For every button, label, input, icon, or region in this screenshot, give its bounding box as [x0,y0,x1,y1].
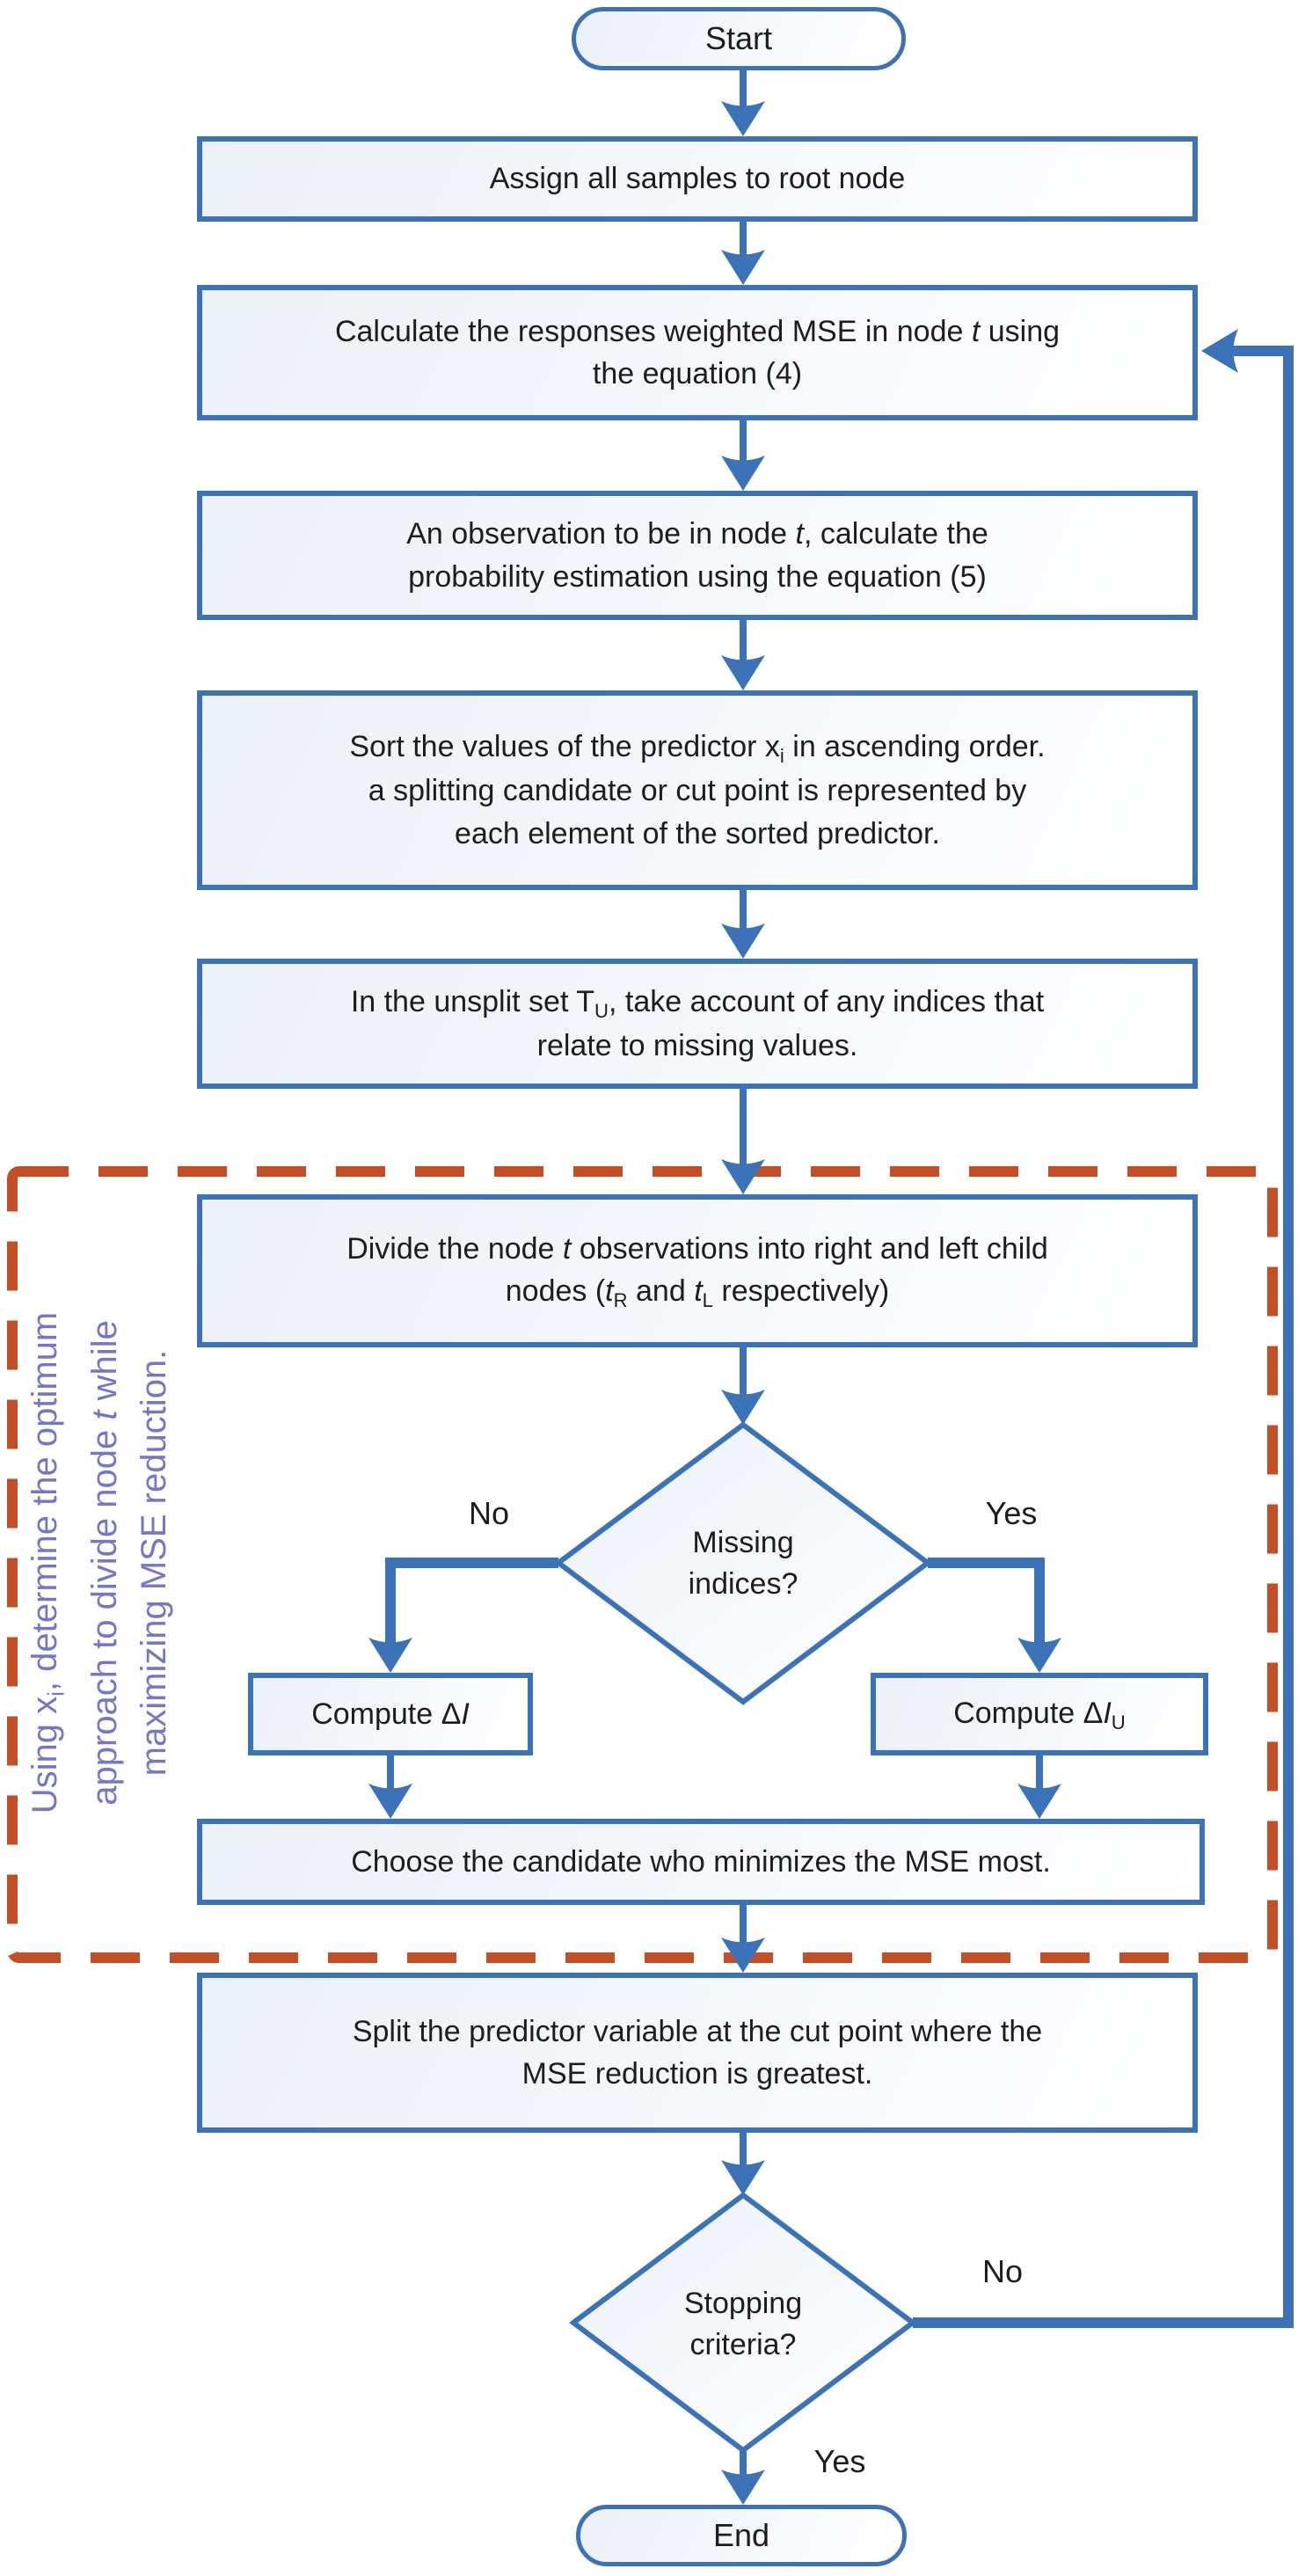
calc-mse-text: Calculate the responses weighted MSE in … [334,314,1061,390]
side-note: Using xi, determine the optimum approach… [20,1220,173,1906]
label-yes-stopping: Yes [813,2443,866,2479]
node-split-predictor: Split the predictor variable at the cut … [197,1973,1198,2133]
decision-missing-indices-shape [553,1421,933,1705]
probability-text: An observation to be in node t, calculat… [406,517,988,594]
label-yes-missing: Yes [985,1495,1038,1531]
end-label: End [712,2517,770,2554]
node-divide-observations: Divide the node t observations into righ… [197,1194,1198,1347]
node-compute-diu: Compute ΔIU [871,1673,1208,1755]
side-note-line-2: approach to divide node t while [85,1320,125,1806]
arrow-probability-to-sort [721,620,765,690]
side-note-line-3: maximizing MSE reduction. [135,1349,174,1777]
sort-predictor-text: Sort the values of the predictor xi in a… [349,730,1046,850]
node-start: Start [572,7,906,70]
arrow-choose-to-split [721,1905,765,1973]
unsplit-set-text: In the unsplit set TU, take account of a… [350,984,1045,1063]
decision-stopping-criteria-shape [569,2192,917,2454]
node-unsplit-set: In the unsplit set TU, take account of a… [197,959,1198,1089]
label-no-stopping: No [981,2253,1024,2289]
arrow-split-to-stopping-decision [721,2133,765,2195]
feedback-loop-line [913,346,1294,2328]
feedback-arrowhead-icon [1201,329,1238,373]
arrow-start-to-assign [721,70,765,136]
branch-no-to-compute-di [368,1558,558,1673]
choose-candidate-text: Choose the candidate who minimizes the M… [351,1844,1051,1879]
arrow-sort-to-unsplit [721,890,765,959]
arrow-divide-to-missing-decision [721,1347,765,1425]
arrow-compute-di-to-choose [368,1755,412,1819]
branch-yes-to-compute-diu [928,1558,1061,1673]
node-calc-mse: Calculate the responses weighted MSE in … [197,285,1198,420]
label-no-missing: No [468,1495,510,1531]
arrow-assign-to-calc [721,222,765,285]
node-compute-di: Compute ΔI [248,1673,533,1755]
node-sort-predictor: Sort the values of the predictor xi in a… [197,690,1198,890]
split-predictor-text: Split the predictor variable at the cut … [352,2014,1043,2091]
node-end: End [576,2505,907,2566]
node-choose-candidate: Choose the candidate who minimizes the M… [197,1819,1205,1905]
arrow-unsplit-to-divide [721,1089,765,1194]
arrow-yes-to-end [721,2450,765,2505]
compute-diu-text: Compute ΔIU [953,1696,1126,1733]
divide-observations-text: Divide the node t observations into righ… [346,1231,1048,1311]
compute-di-text: Compute ΔI [311,1697,470,1731]
node-assign-root: Assign all samples to root node [197,136,1198,222]
dashed-region-border [7,1166,1278,1963]
start-label: Start [704,20,773,57]
assign-root-text: Assign all samples to root node [489,162,906,196]
node-probability-estimation: An observation to be in node t, calculat… [197,491,1198,620]
arrow-compute-diu-to-choose [1017,1755,1061,1819]
side-note-line-1: Using xi, determine the optimum [26,1311,69,1814]
arrow-calc-to-probability [721,420,765,491]
